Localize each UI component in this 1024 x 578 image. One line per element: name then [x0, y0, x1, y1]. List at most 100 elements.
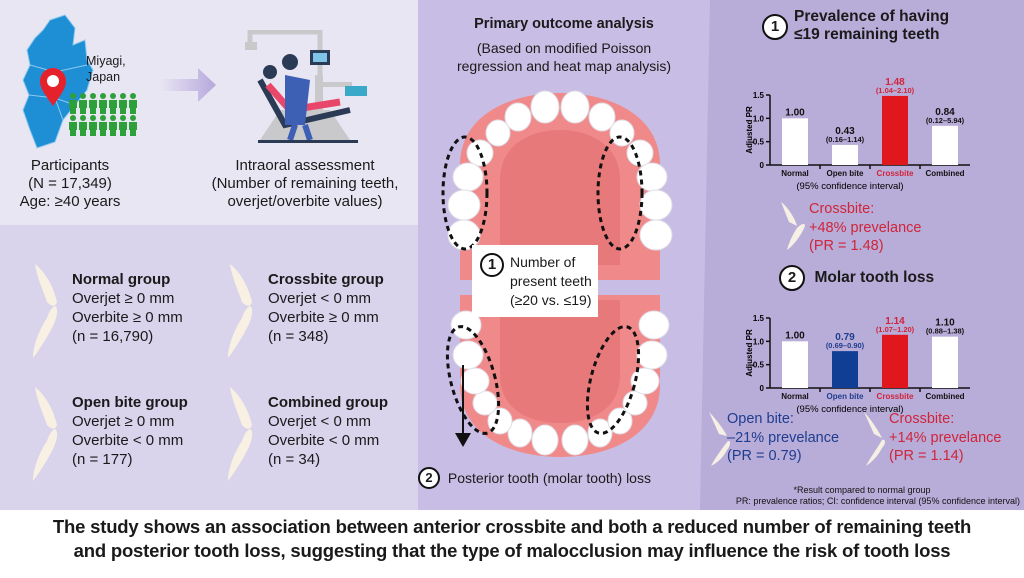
ci-label: (0.88–1.38)	[926, 327, 965, 336]
conclusion-line-2: and posterior tooth loss, suggesting tha…	[73, 540, 951, 561]
data-label: 0.43	[835, 126, 855, 137]
arrow-right-icon	[160, 68, 216, 102]
arrow-down-icon	[455, 433, 471, 447]
chart2-number-icon: 2	[779, 265, 805, 291]
people-icon	[69, 93, 137, 136]
lower-right-molar-outline	[585, 325, 641, 435]
conclusion-text: The study shows an association between a…	[0, 515, 1024, 563]
x-tick-label: Combined	[925, 392, 964, 401]
x-tick-label: Crossbite	[877, 392, 914, 401]
groups-panel	[0, 225, 418, 510]
data-label: 1.00	[785, 330, 805, 341]
conclusion-line-1: The study shows an association between a…	[52, 516, 972, 537]
participants-text: Participants (N = 17,349) Age: ≥40 years	[0, 157, 140, 211]
x-axis-label: (95% confidence interval)	[796, 181, 903, 192]
bar	[782, 341, 808, 388]
chart2-header: 2 Molar tooth loss	[779, 265, 934, 291]
number-1-icon: 1	[480, 253, 504, 277]
data-label: 1.10	[935, 318, 955, 329]
bar	[932, 125, 958, 165]
x-tick-label: Combined	[925, 169, 964, 178]
incisor-tooth-icon	[33, 387, 58, 481]
y-tick-label: 1.5	[753, 91, 765, 100]
y-tick-label: 1.0	[753, 114, 765, 123]
y-tick-label: 0	[760, 384, 765, 393]
x-tick-label: Normal	[781, 169, 809, 178]
molar-loss-text: Posterior tooth (molar tooth) loss	[447, 470, 651, 487]
openbite-callout-line-1: Open bite:	[727, 411, 794, 427]
y-tick-label: 0.5	[753, 138, 765, 147]
participants-count: (N = 17,349)	[28, 175, 112, 192]
footnote-comparison: *Result compared to normal group	[793, 485, 931, 495]
participants-age: Age: ≥40 years	[19, 193, 121, 210]
assessment-text: Intraoral assessment (Number of remainin…	[205, 157, 405, 211]
lower-left-molar-outline	[445, 325, 501, 435]
number-2-icon: 2	[418, 467, 440, 490]
upper-right-molar-outline	[596, 135, 644, 251]
x-tick-label: Normal	[781, 392, 809, 401]
ci-label: (0.12–5.94)	[926, 116, 965, 125]
bar	[832, 144, 858, 165]
primary-outcome-subtitle-1: (Based on modified Poisson	[476, 40, 652, 56]
present-teeth-line-3: (≥20 vs. ≤19)	[510, 292, 592, 308]
group-overjet: Overjet ≥ 0 mm	[72, 290, 175, 307]
data-label: 0.79	[835, 332, 855, 343]
crossbite-callout-2: Crossbite: +14% prevelance (PR = 1.14)	[889, 410, 1001, 466]
upper-left-molar-outline	[441, 135, 489, 251]
crossbite-callout2-line-2: +14% prevelance	[889, 429, 1002, 446]
incisor-tooth-icon	[228, 387, 253, 481]
openbite-callout-line-2: –21% prevelance	[727, 429, 840, 446]
chart1-title-line-1: Prevalence of having	[794, 8, 950, 25]
molar-loss-label: 2 Posterior tooth (molar tooth) loss	[418, 467, 651, 490]
incisor-tooth-icon	[228, 264, 253, 358]
callout1-line-2: +48% prevelance	[809, 219, 922, 236]
group-overbite: Overbite < 0 mm	[72, 432, 184, 449]
present-teeth-text: Number of present teeth (≥20 vs. ≤19)	[510, 253, 592, 310]
x-tick-label: Open bite	[827, 392, 864, 401]
location-city: Miyagi,	[86, 54, 126, 68]
data-label: 1.00	[785, 107, 805, 118]
y-axis-label: Adjusted PR	[745, 106, 754, 154]
assessment-detail-2: overjet/overbite values)	[227, 193, 383, 210]
crossbite-callout2-line-3: (PR = 1.14)	[889, 448, 964, 464]
tooth-icon-openbite	[709, 412, 730, 466]
group-overjet: Overjet < 0 mm	[268, 413, 371, 430]
y-tick-label: 1.5	[753, 314, 765, 323]
ci-label: (1.04–2.10)	[876, 86, 915, 95]
assessment-label: Intraoral assessment	[235, 157, 375, 174]
primary-outcome-subtitle-2: regression and heat map analysis)	[456, 58, 671, 74]
group-overjet: Overjet ≥ 0 mm	[72, 413, 175, 430]
bar	[882, 334, 908, 388]
x-tick-label: Crossbite	[877, 169, 914, 178]
group-overjet: Overjet < 0 mm	[268, 290, 371, 307]
openbite-callout: Open bite: –21% prevelance (PR = 0.79)	[727, 410, 839, 466]
bar	[832, 351, 858, 388]
chart2-title: Molar tooth loss	[814, 269, 935, 286]
y-tick-label: 0	[760, 161, 765, 170]
location-label: Miyagi, Japan	[86, 53, 126, 85]
bar	[782, 118, 808, 165]
data-label: 1.48	[885, 77, 905, 88]
location-pin-icon	[40, 68, 66, 106]
group-overbite: Overbite < 0 mm	[268, 432, 380, 449]
chart1-title-line-2: ≤19 remaining teeth	[794, 26, 940, 43]
chart1-number-icon: 1	[762, 14, 788, 40]
group-count: (n = 16,790)	[72, 328, 154, 345]
group-count: (n = 177)	[72, 451, 133, 468]
x-tick-label: Open bite	[827, 169, 864, 178]
tooth-icon	[781, 202, 805, 250]
dental-exam-illustration-icon	[245, 30, 367, 143]
group-overbite: Overbite ≥ 0 mm	[72, 309, 183, 326]
group-count: (n = 34)	[268, 451, 321, 468]
group-card: Crossbite group Overjet < 0 mm Overbite …	[268, 270, 384, 346]
dental-arch-illustration	[441, 90, 673, 457]
group-card: Combined group Overjet < 0 mm Overbite <…	[268, 393, 388, 469]
group-title: Combined group	[268, 394, 388, 411]
y-tick-label: 1.0	[753, 337, 765, 346]
primary-outcome-header: Primary outcome analysis (Based on modif…	[418, 15, 710, 75]
footnote-abbreviations: PR: prevalence ratios; CI: confidence in…	[735, 496, 1020, 506]
crossbite-callout2-line-1: Crossbite:	[889, 411, 955, 427]
tooth-icon-crossbite	[864, 412, 885, 466]
